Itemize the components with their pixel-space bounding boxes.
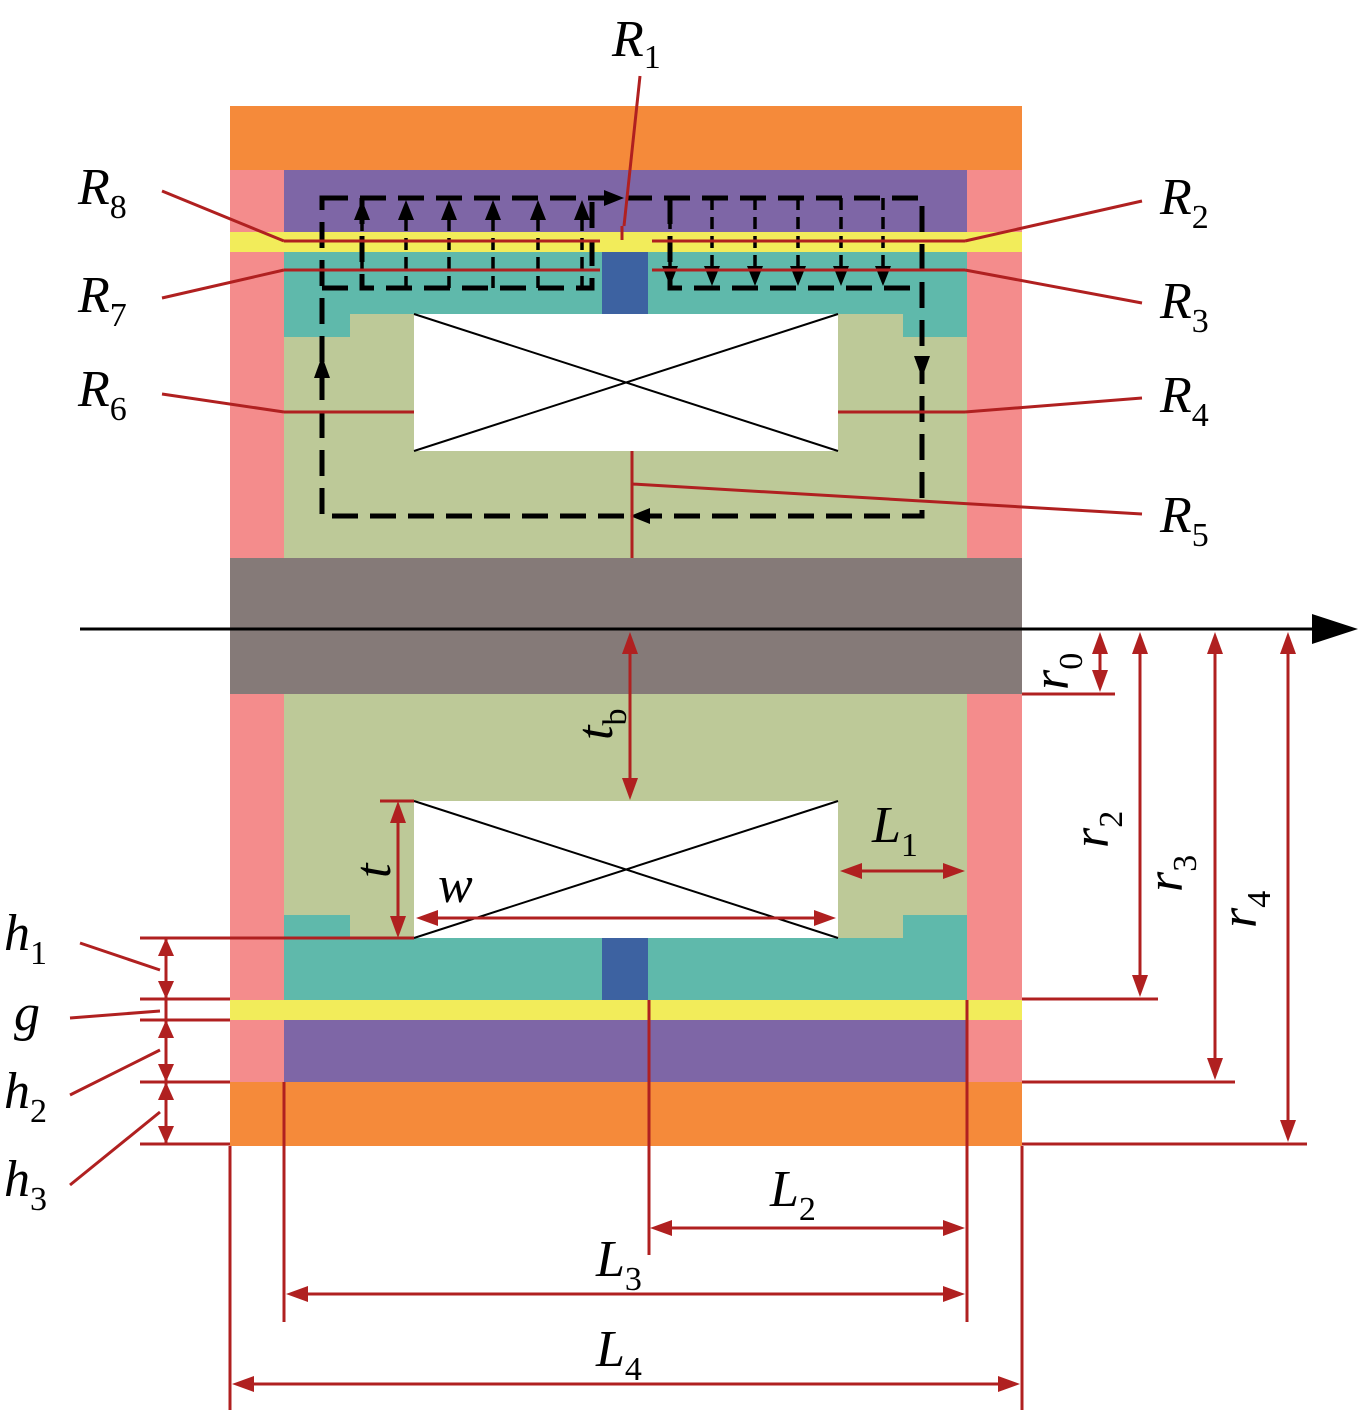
label-l2: L2 (769, 1161, 816, 1228)
label-r0: r0 (1023, 653, 1090, 690)
leader-h3 (69, 1110, 161, 1187)
label-l4: L4 (595, 1321, 642, 1388)
leader-r5 (631, 482, 1143, 516)
bottom-half (230, 694, 1022, 1146)
leader-h1 (79, 941, 161, 972)
leader-r3 (964, 268, 1143, 305)
label-r2-dim: r2 (1063, 811, 1130, 848)
label-r4: R4 (1159, 367, 1209, 434)
leader-g (69, 1009, 161, 1020)
dimension-lines (69, 632, 1307, 1410)
leader-r1 (622, 75, 642, 227)
flux-main-loop (319, 195, 925, 519)
flux-arrow-bottom (630, 508, 650, 524)
label-g: g (14, 985, 40, 1042)
end-cap-left-bottom (230, 694, 284, 1082)
shaft (230, 558, 1022, 694)
air-gap-bottom (230, 1000, 1022, 1020)
end-cap-right-bottom (967, 694, 1022, 1082)
spacer-top (602, 252, 648, 314)
flux-arrow-right (914, 356, 930, 378)
flux-arrow-top (604, 190, 624, 206)
label-t: t (345, 862, 402, 878)
end-cap-right-top (967, 170, 1022, 558)
axis-arrowhead (1312, 614, 1358, 644)
flux-arrows-up (354, 200, 590, 288)
flux-arrow-left (314, 356, 330, 378)
outer-shell-top (230, 106, 1022, 170)
label-h3: h3 (4, 1151, 47, 1218)
reluctance-leaders (161, 75, 1143, 558)
top-half (230, 106, 1022, 558)
label-l3: L3 (595, 1231, 642, 1298)
label-r6: R6 (77, 361, 127, 428)
leader-r8 (161, 189, 285, 243)
air-gap-top (230, 232, 1022, 252)
label-r7: R7 (77, 267, 127, 334)
label-h2: h2 (4, 1063, 47, 1130)
label-r3: R3 (1159, 273, 1209, 340)
label-r3-dim: r3 (1137, 855, 1204, 892)
magnet-ring-bottom (284, 1020, 967, 1082)
label-r5: R5 (1159, 487, 1209, 554)
label-tb: tb (567, 709, 634, 740)
leader-h2 (69, 1048, 161, 1097)
spacer-bottom (602, 938, 648, 1000)
flux-right-inner (667, 198, 922, 291)
label-r2: R2 (1159, 169, 1209, 236)
coil-cross-b-bottom (413, 800, 839, 939)
label-w: w (438, 857, 473, 914)
label-r1: R1 (611, 11, 661, 76)
coil-cross-b-top (413, 313, 839, 452)
labels: R1 R2 R3 R4 R5 R6 R7 R8 tb t w L1 r0 r2 … (4, 11, 1278, 1388)
leader-r4 (964, 396, 1143, 414)
leader-r2 (964, 199, 1143, 243)
outer-shell-bottom (230, 1082, 1022, 1146)
leader-r6 (161, 392, 285, 414)
label-r4-dim: r4 (1211, 891, 1278, 928)
label-r8: R8 (77, 159, 127, 226)
leader-r7 (161, 268, 285, 300)
label-l1: L1 (871, 797, 918, 864)
end-cap-left-top (230, 170, 284, 558)
label-h1: h1 (4, 905, 47, 972)
